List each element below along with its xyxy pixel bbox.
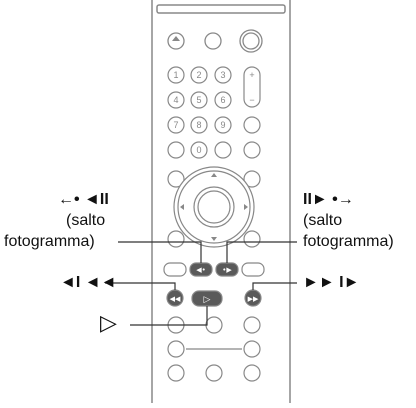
button[interactable]	[204, 32, 222, 50]
left-step-text: (salto	[66, 212, 106, 229]
number-buttons	[167, 66, 261, 159]
svg-text:−: −	[249, 95, 254, 105]
transport-glyphs: ◀• •▶ ◀◀ ▶▶ ▷	[170, 266, 259, 305]
svg-text:1: 1	[173, 70, 178, 80]
svg-text:5: 5	[196, 95, 201, 105]
svg-text:4: 4	[173, 95, 178, 105]
transport-buttons	[163, 262, 265, 382]
left-scan-symbols: ◄I ◄◄	[60, 274, 117, 291]
svg-text:3: 3	[220, 70, 225, 80]
svg-text:▷: ▷	[204, 295, 211, 305]
left-step-text2: fotogramma)	[4, 233, 95, 250]
right-scan-symbols: ►► I►	[303, 274, 360, 291]
play-symbol: ▷	[100, 310, 117, 335]
next-button[interactable]	[241, 262, 265, 277]
right-step-text: (salto	[303, 212, 343, 229]
navigation-pad	[167, 166, 261, 248]
svg-text:8: 8	[196, 120, 201, 130]
svg-text:◀◀: ◀◀	[170, 295, 181, 303]
svg-text:6: 6	[220, 95, 225, 105]
svg-text:◀•: ◀•	[196, 266, 206, 274]
right-step-symbols: II► •→	[303, 191, 354, 208]
right-step-text2: fotogramma)	[303, 233, 394, 250]
svg-text:7: 7	[173, 120, 178, 130]
svg-text:9: 9	[220, 120, 225, 130]
svg-text:2: 2	[196, 70, 201, 80]
svg-text:0: 0	[196, 145, 201, 155]
leader-lines	[105, 241, 297, 326]
svg-text:•▶: •▶	[222, 266, 232, 274]
svg-text:+: +	[249, 70, 254, 80]
left-step-symbols: ←• ◄II	[58, 191, 109, 208]
number-labels: 1 2 3 4 5 6 7 8 9 0 + −	[173, 70, 254, 155]
top-buttons	[167, 29, 263, 53]
eject-icon	[171, 36, 181, 44]
svg-text:▶▶: ▶▶	[248, 295, 259, 303]
remote-body	[151, 0, 291, 403]
step-back-button[interactable]	[163, 262, 187, 277]
